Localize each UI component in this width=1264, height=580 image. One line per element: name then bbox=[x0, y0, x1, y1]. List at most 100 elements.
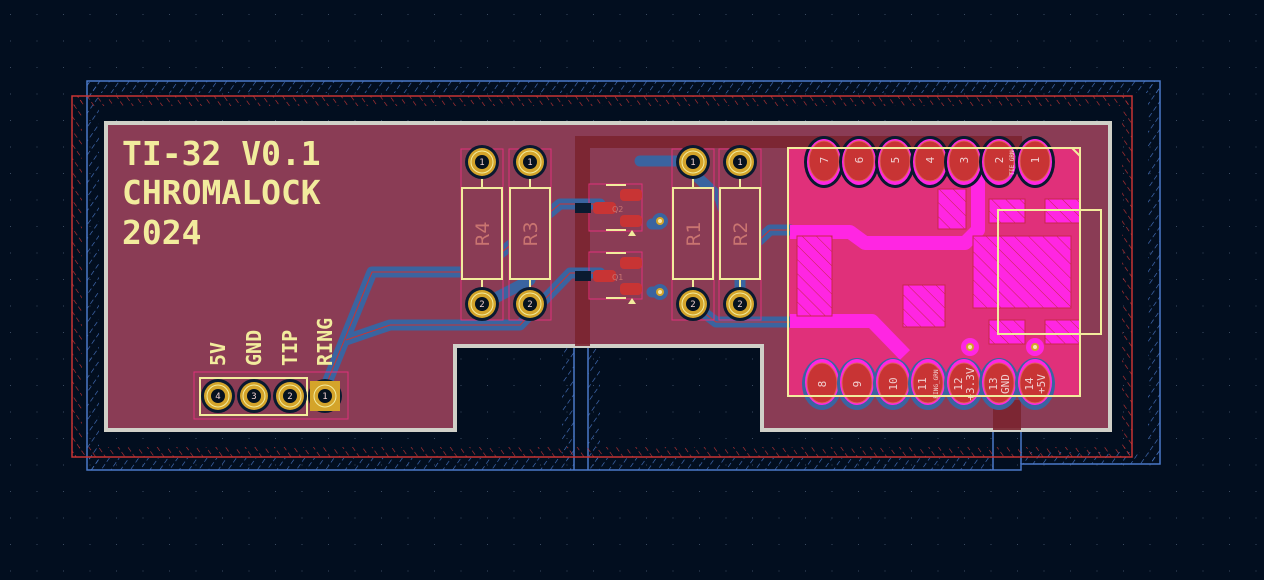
pin-number: 3 bbox=[958, 157, 971, 164]
resistor-r2[interactable]: R2 1 2 bbox=[718, 145, 762, 321]
pad-number: 2 bbox=[527, 300, 532, 310]
connector-label-5v: 5V bbox=[206, 342, 230, 366]
pad-number: 3 bbox=[251, 392, 256, 402]
pad-ring bbox=[242, 384, 266, 408]
module-pin-10[interactable]: 10 bbox=[873, 358, 913, 410]
resistor-pad-1[interactable]: 1 bbox=[513, 145, 547, 179]
pin-number: 14 bbox=[1023, 377, 1036, 391]
pin-pad bbox=[948, 140, 980, 182]
connector-pin-4[interactable]: 4 bbox=[201, 379, 235, 413]
pad-ring bbox=[728, 292, 752, 316]
resistor-pad-2[interactable]: 2 bbox=[723, 287, 757, 321]
module-pin-3[interactable]: 3 bbox=[944, 136, 984, 188]
module-pin-8[interactable]: 8 bbox=[802, 358, 842, 410]
connector-pin-3[interactable]: 3 bbox=[237, 379, 271, 413]
resistor-body bbox=[509, 187, 551, 280]
trace-gap bbox=[575, 203, 591, 213]
pin-number: 2 bbox=[993, 157, 1006, 164]
transistor-pad-emitter bbox=[620, 283, 642, 295]
pin-pad bbox=[843, 140, 875, 182]
module-pin-1[interactable]: 1 bbox=[1015, 136, 1055, 188]
pin-label: GND bbox=[999, 374, 1012, 394]
transistor-pad-emitter bbox=[620, 215, 642, 227]
resistor-pad-2[interactable]: 2 bbox=[465, 287, 499, 321]
connector-pin-2[interactable]: 2 bbox=[273, 379, 307, 413]
resistor-body bbox=[672, 187, 714, 280]
module-pin-5[interactable]: 5 bbox=[875, 136, 915, 188]
pin-number: 1 bbox=[1029, 157, 1042, 164]
module-pin-6[interactable]: 6 bbox=[839, 136, 879, 188]
pad-ring bbox=[278, 384, 302, 408]
connector-silk bbox=[199, 377, 308, 416]
resistor-ref: R4 bbox=[472, 221, 494, 246]
transistor-pad-base bbox=[593, 270, 616, 282]
module-pin-7[interactable]: 7 bbox=[804, 136, 844, 188]
pin-label: TIE_GRN bbox=[1009, 150, 1016, 176]
drill-hole bbox=[211, 389, 225, 403]
resistor-r4[interactable]: R4 1 2 bbox=[460, 145, 504, 321]
pin-label: RING_GRN bbox=[933, 369, 940, 398]
pad-ring bbox=[728, 150, 752, 174]
pin-pad bbox=[1019, 362, 1051, 404]
transistor-q1[interactable]: Q1 bbox=[575, 251, 643, 304]
back-keepout-zone bbox=[86, 80, 1161, 471]
connector-pin-1[interactable]: 1 bbox=[308, 379, 342, 413]
drill-hole bbox=[523, 297, 537, 311]
pin-pad bbox=[806, 362, 838, 404]
pad-ring bbox=[470, 150, 494, 174]
pin-number: 6 bbox=[853, 157, 866, 164]
drill-hole bbox=[733, 297, 747, 311]
resistor-pad-2[interactable]: 2 bbox=[676, 287, 710, 321]
resistor-ref: R2 bbox=[730, 221, 752, 246]
pin-pad bbox=[879, 140, 911, 182]
pad-ring bbox=[313, 384, 337, 408]
pin-pad bbox=[808, 140, 840, 182]
pin-pad bbox=[983, 140, 1015, 182]
pin-number: 13 bbox=[987, 377, 1000, 390]
board-title: TI-32 V0.1 CHROMALOCK 2024 bbox=[122, 134, 321, 252]
transistor-ref: Q1 bbox=[612, 273, 623, 282]
transistor-ref: Q2 bbox=[612, 205, 623, 214]
drill-hole bbox=[247, 389, 261, 403]
pad-number: 2 bbox=[479, 300, 484, 310]
transistor-pad-collector bbox=[620, 189, 642, 201]
pin-pad bbox=[877, 362, 909, 404]
drill-hole bbox=[686, 297, 700, 311]
resistor-pad-2[interactable]: 2 bbox=[513, 287, 547, 321]
pad-number: 4 bbox=[215, 392, 220, 402]
pad-number: 1 bbox=[479, 158, 484, 168]
pad-number: 1 bbox=[690, 158, 695, 168]
pad-number: 1 bbox=[322, 392, 327, 402]
drill-hole bbox=[318, 389, 332, 403]
pin-number: 7 bbox=[818, 157, 831, 164]
transistor-pad-collector bbox=[620, 257, 642, 269]
pin1-marker-icon bbox=[628, 298, 636, 304]
connector-label-tip: TIP bbox=[278, 330, 302, 366]
vias bbox=[652, 213, 1044, 356]
drill-hole bbox=[523, 155, 537, 169]
module-pin-14[interactable]: 14+5V bbox=[1015, 358, 1055, 410]
pin-pad bbox=[912, 362, 944, 404]
resistor-body bbox=[719, 187, 761, 280]
transistor-q2[interactable]: Q2 bbox=[575, 183, 643, 236]
resistor-pad-1[interactable]: 1 bbox=[676, 145, 710, 179]
module-pin-9[interactable]: 9 bbox=[837, 358, 877, 410]
pin-label: +3.3V bbox=[964, 367, 977, 400]
pin-number: 4 bbox=[924, 156, 937, 163]
pad-ring bbox=[681, 292, 705, 316]
resistor-pad-1[interactable]: 1 bbox=[723, 145, 757, 179]
pin-number: 8 bbox=[816, 381, 829, 388]
drill-hole bbox=[283, 389, 297, 403]
pin-number: 12 bbox=[952, 377, 965, 390]
pin-pad bbox=[841, 362, 873, 404]
resistor-pad-1[interactable]: 1 bbox=[465, 145, 499, 179]
module-pin-12[interactable]: 12+3.3V bbox=[944, 358, 984, 410]
